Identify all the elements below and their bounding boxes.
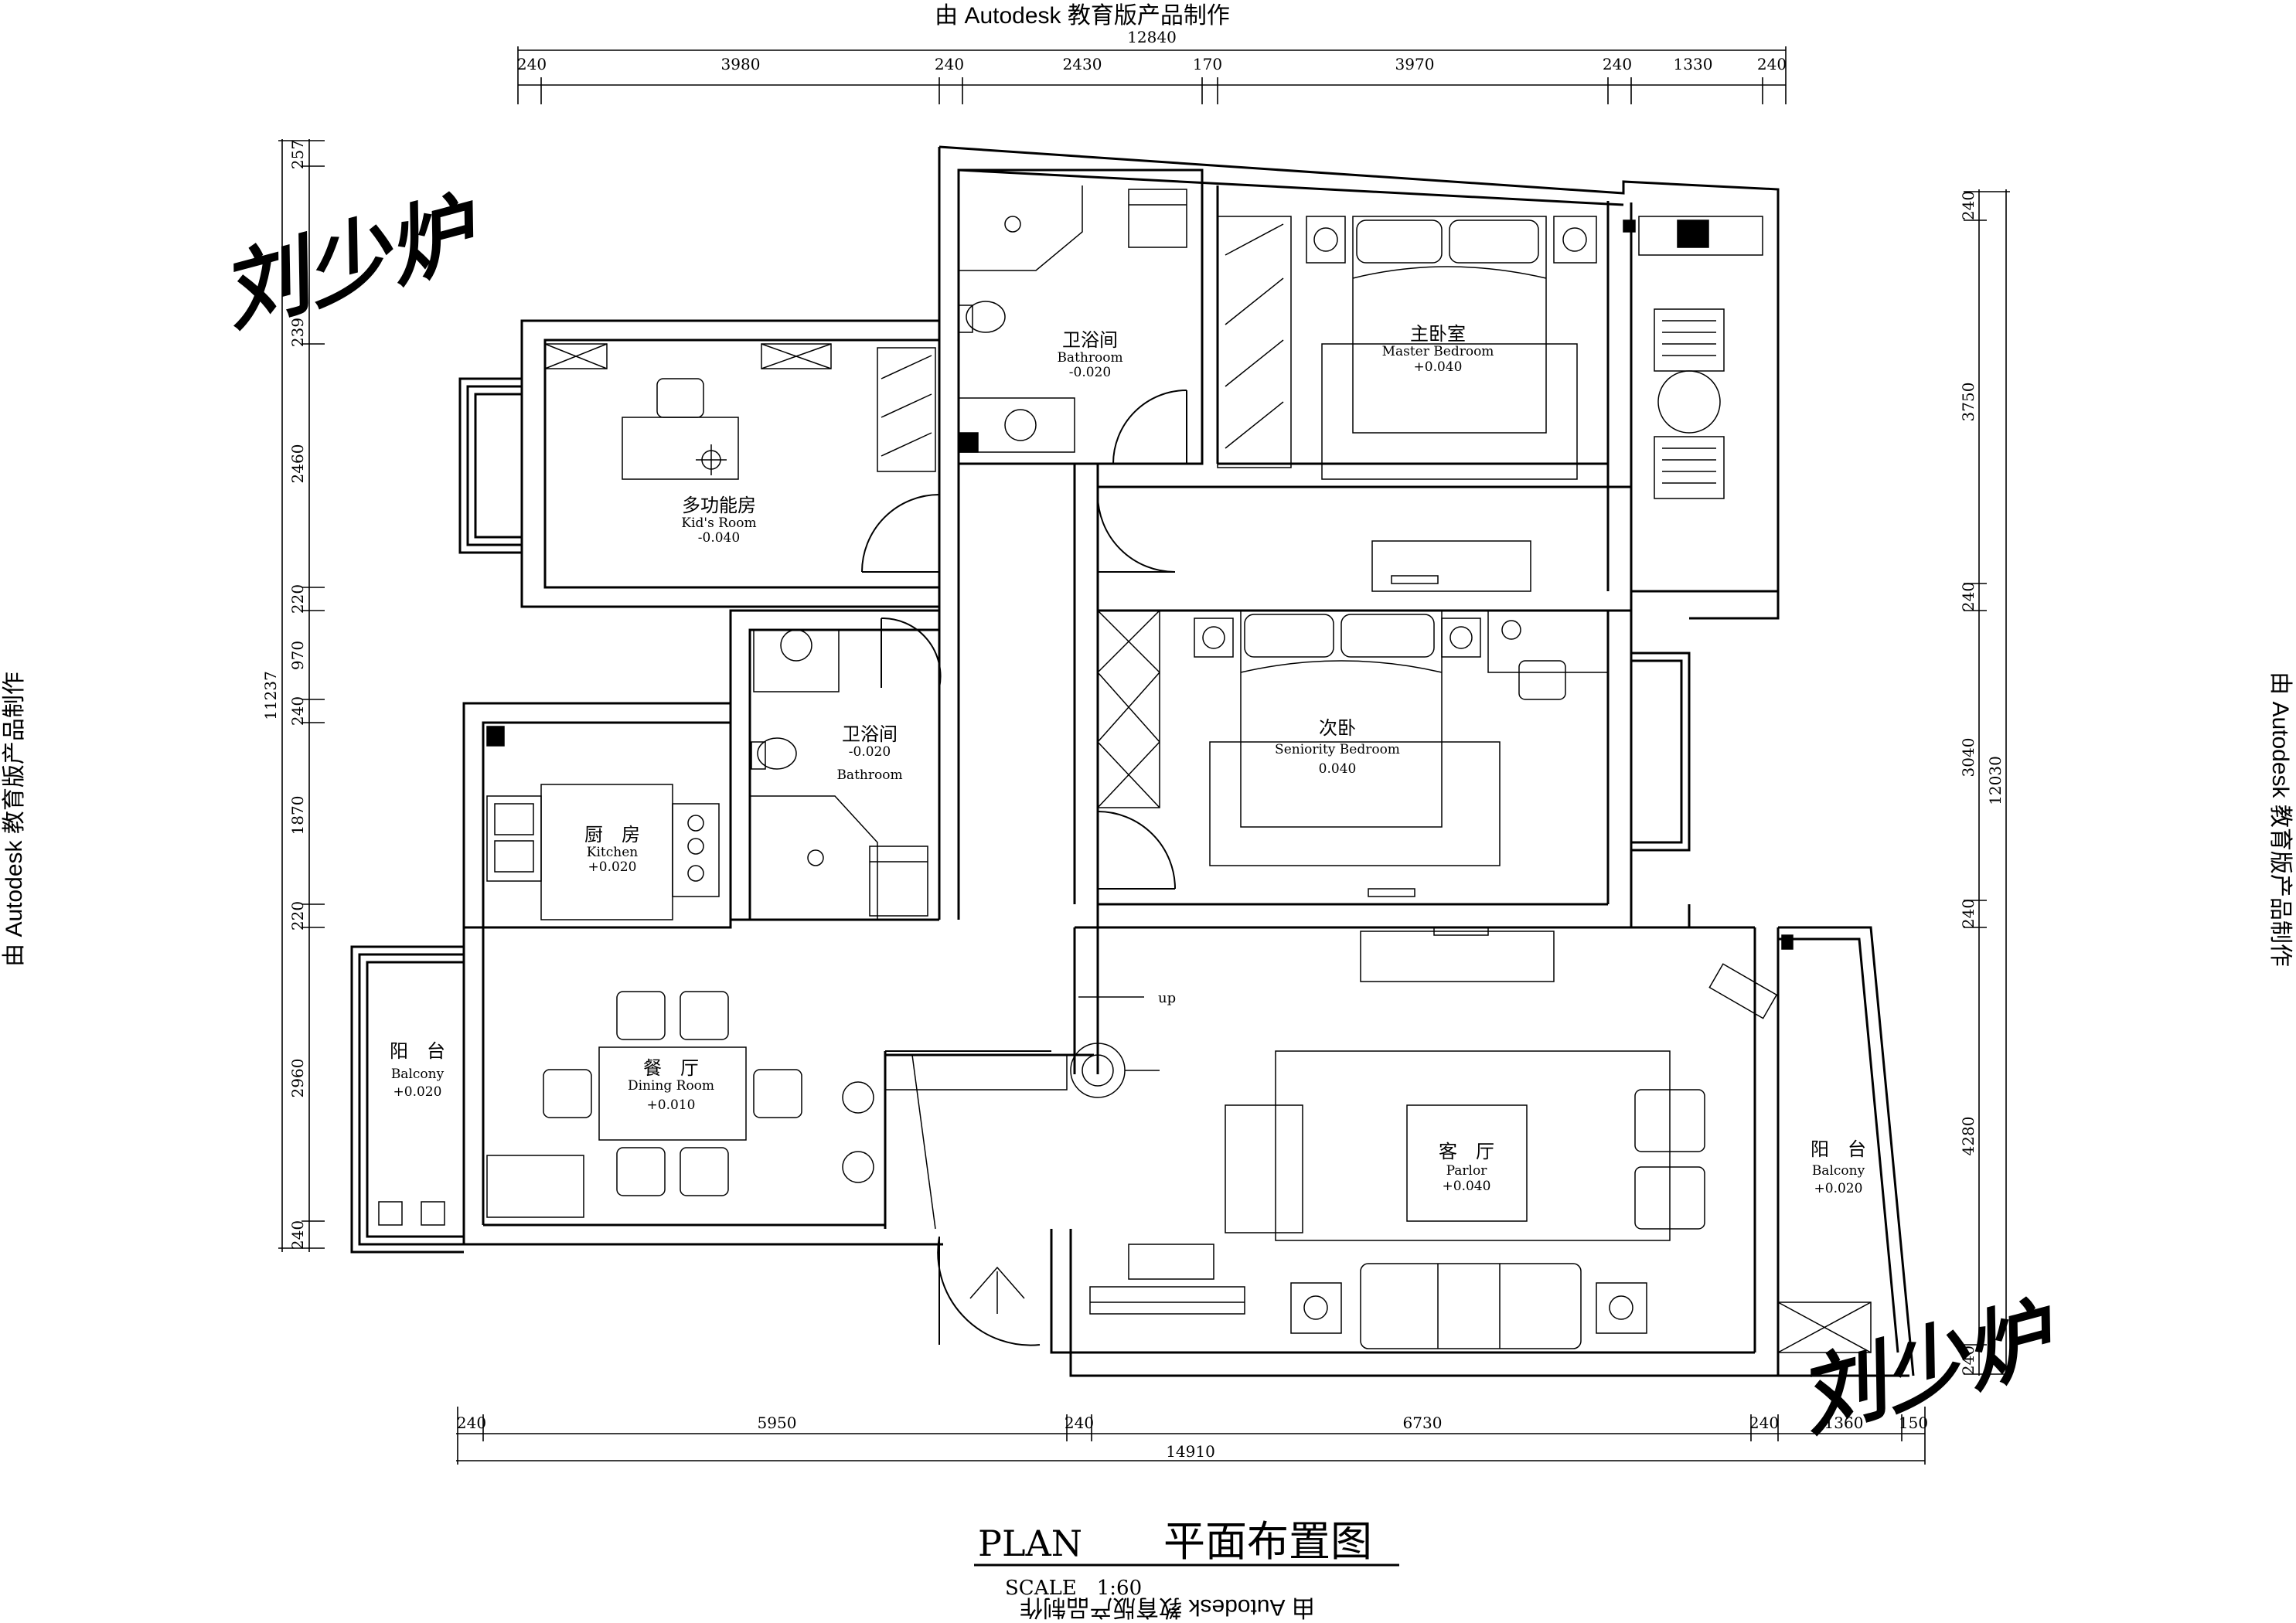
- bottom-dimension-chain: [456, 1407, 1926, 1465]
- left-dim-3: 2460: [288, 444, 307, 484]
- bottom-dim-3: 240: [1065, 1414, 1094, 1432]
- bottom-dim-total: 14910: [1166, 1442, 1215, 1461]
- svg-text:-0.040: -0.040: [698, 530, 740, 546]
- plan-scale: SCALE 1:60: [1005, 1577, 1142, 1600]
- left-dim-9: 2960: [288, 1059, 307, 1098]
- left-dim-total: 11237: [261, 671, 280, 720]
- watermark-bottom: 由 Autodesk 教育版产品制作: [1020, 1594, 1315, 1620]
- top-dim-7: 240: [1603, 55, 1632, 73]
- watermark-left: 由 Autodesk 教育版产品制作: [2, 672, 27, 967]
- svg-text:次卧: 次卧: [1319, 717, 1356, 739]
- bottom-dim-7: 150: [1899, 1414, 1928, 1432]
- watermark-top: 由 Autodesk 教育版产品制作: [935, 3, 1230, 29]
- furniture: [378, 185, 1872, 1353]
- svg-text:Kid's Room: Kid's Room: [681, 515, 756, 531]
- svg-text:餐 厅: 餐 厅: [643, 1057, 699, 1079]
- top-dimension-chain: [517, 46, 1787, 104]
- right-dim-2: 3750: [1959, 383, 1977, 422]
- top-dim-1: 240: [517, 55, 547, 73]
- top-dim-8: 1330: [1674, 55, 1713, 73]
- svg-text:Bathroom: Bathroom: [1057, 350, 1122, 366]
- svg-text:主卧室: 主卧室: [1410, 323, 1466, 345]
- bottom-dim-5: 240: [1749, 1414, 1779, 1432]
- top-dim-4: 2430: [1063, 55, 1102, 73]
- left-dimension-chain: [278, 139, 325, 1252]
- svg-text:+0.020: +0.020: [1814, 1181, 1863, 1196]
- svg-text:Seniority Bedroom: Seniority Bedroom: [1275, 742, 1400, 757]
- svg-text:Balcony: Balcony: [391, 1067, 445, 1082]
- right-dimension-chain: [1964, 189, 2010, 1376]
- room-second-label: 次卧 Seniority Bedroom 0.040: [1275, 717, 1400, 777]
- left-dim-5: 970: [288, 641, 307, 670]
- svg-text:0.040: 0.040: [1319, 761, 1357, 777]
- bottom-dim-6: 1360: [1824, 1414, 1864, 1432]
- svg-text:卫浴间: 卫浴间: [1062, 329, 1118, 351]
- top-dim-6: 3970: [1395, 55, 1435, 73]
- right-dim-5: 240: [1959, 899, 1977, 928]
- room-kids-label: 多功能房 Kid's Room -0.040: [681, 495, 756, 546]
- right-dim-3: 240: [1959, 582, 1977, 611]
- bottom-dim-1: 240: [457, 1414, 486, 1432]
- svg-text:+0.020: +0.020: [588, 859, 637, 875]
- svg-text:多功能房: 多功能房: [682, 495, 756, 516]
- left-dim-4: 220: [288, 584, 307, 614]
- svg-text:客 厅: 客 厅: [1439, 1141, 1494, 1162]
- room-bath1-label: 卫浴间 Bathroom -0.020: [1057, 329, 1122, 380]
- bottom-dim-2: 5950: [758, 1414, 797, 1432]
- svg-text:厨 房: 厨 房: [584, 824, 640, 846]
- left-dim-10: 240: [288, 1220, 307, 1250]
- plan-title-zh: 平面布置图: [1163, 1517, 1372, 1566]
- svg-text:卫浴间: 卫浴间: [842, 723, 898, 745]
- svg-text:Kitchen: Kitchen: [587, 845, 638, 860]
- right-dim-total: 12030: [1986, 756, 2005, 805]
- top-dim-3: 240: [935, 55, 964, 73]
- left-dim-8: 220: [288, 901, 307, 931]
- right-dim-1: 240: [1959, 191, 1977, 220]
- svg-text:+0.040: +0.040: [1414, 359, 1463, 375]
- exterior-walls: [350, 145, 1915, 1377]
- right-dim-4: 3040: [1959, 738, 1977, 777]
- watermark-right: 由 Autodesk 教育版产品制作: [2267, 672, 2293, 967]
- right-dim-6: 4280: [1959, 1117, 1977, 1156]
- room-bath2-label: 卫浴间 -0.020 Bathroom: [836, 723, 902, 783]
- room-master-label: 主卧室 Master Bedroom +0.040: [1382, 323, 1494, 375]
- svg-text:Bathroom: Bathroom: [836, 767, 902, 783]
- svg-text:+0.010: +0.010: [647, 1097, 696, 1113]
- room-balcony-left-label: 阳 台 Balcony +0.020: [390, 1040, 445, 1100]
- svg-text:Parlor: Parlor: [1446, 1163, 1488, 1179]
- top-dim-9: 240: [1757, 55, 1787, 73]
- svg-text:Balcony: Balcony: [1812, 1163, 1865, 1179]
- svg-text:-0.020: -0.020: [849, 744, 891, 760]
- svg-text:+0.040: +0.040: [1443, 1179, 1491, 1194]
- doors: [861, 390, 1187, 1346]
- svg-text:-0.020: -0.020: [1069, 365, 1111, 380]
- left-dim-1: 257: [288, 140, 307, 169]
- top-dim-2: 3980: [721, 55, 761, 73]
- svg-text:Dining Room: Dining Room: [628, 1078, 714, 1094]
- top-dim-5: 170: [1193, 55, 1222, 73]
- plan-title-en: PLAN: [978, 1523, 1082, 1564]
- left-dim-2: 239: [288, 318, 307, 347]
- signature-top-left: 刘少炉: [212, 180, 492, 344]
- room-balcony-right-label: 阳 台 Balcony +0.020: [1811, 1138, 1866, 1196]
- stair-up-label: up: [1158, 990, 1176, 1006]
- svg-text:+0.020: +0.020: [393, 1084, 442, 1100]
- svg-text:Master Bedroom: Master Bedroom: [1382, 344, 1494, 359]
- svg-text:阳 台: 阳 台: [390, 1040, 445, 1062]
- left-dim-7: 1870: [288, 796, 307, 835]
- top-dim-total: 12840: [1127, 28, 1177, 46]
- svg-text:阳 台: 阳 台: [1811, 1138, 1866, 1160]
- room-dining-label: 餐 厅 Dining Room +0.010: [628, 1057, 714, 1113]
- right-dim-7: 240: [1959, 1346, 1977, 1375]
- room-parlor-label: 客 厅 Parlor +0.040: [1439, 1141, 1494, 1194]
- left-dim-6: 240: [288, 696, 307, 726]
- bottom-dim-4: 6730: [1403, 1414, 1443, 1432]
- room-kitchen-label: 厨 房 Kitchen +0.020: [584, 824, 640, 875]
